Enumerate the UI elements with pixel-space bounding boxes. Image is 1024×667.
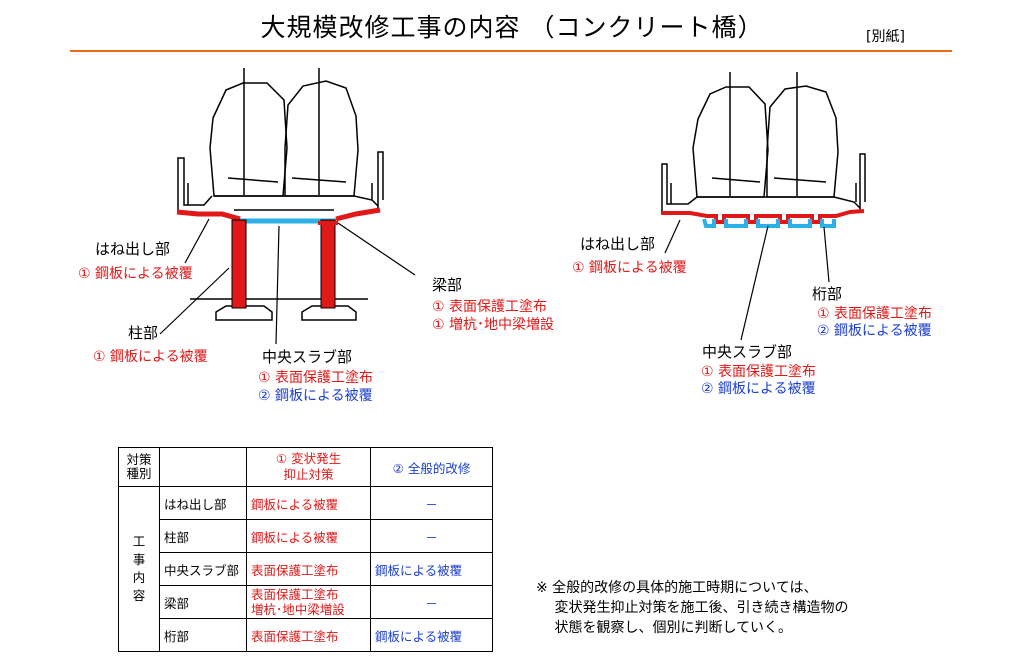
left-overhang-label: はね出し部 <box>95 240 171 258</box>
left-center-slab-item-1: ① 表面保護工塗布 <box>258 370 374 386</box>
page-title: 大規模改修工事の内容 （コンクリート橋） <box>260 13 764 42</box>
table-group-label: 工 事 内 容 <box>118 486 160 652</box>
table-row: 工 事 内 容 はね出し部 鋼板による被覆 － <box>118 486 493 652</box>
table-row-c1: 表面保護工塗布 <box>246 552 371 586</box>
left-column-item: ① 鋼板による被覆 <box>93 349 208 365</box>
table-row-c1: 表面保護工塗布 増杭･地中梁増設 <box>246 585 371 619</box>
right-train-car-2 <box>766 85 839 198</box>
right-overhang-label: はね出し部 <box>580 235 656 253</box>
note-line-3: 状態を観察し、個別に判断していく。 <box>536 620 793 636</box>
right-center-slab-item-1: ① 表面保護工塗布 <box>701 364 817 380</box>
table-row-c2: － <box>370 519 493 553</box>
table-empty-header <box>159 447 247 487</box>
right-train-car-1 <box>692 86 769 198</box>
left-train-car-2 <box>284 80 359 197</box>
table-row: 中央スラブ部 表面保護工塗布 鋼板による被覆 <box>119 552 493 586</box>
table-row-part: 梁部 <box>159 585 247 619</box>
table-row: 桁部 表面保護工塗布 鋼板による被覆 <box>119 618 493 652</box>
girder-label: 桁部 <box>812 285 843 303</box>
appendix-tag: [別紙] <box>866 29 905 45</box>
table-row-c1: 鋼板による被覆 <box>246 486 371 520</box>
note-line-1: ※ 全般的改修の具体的施工時期については、 <box>536 580 818 596</box>
right-center-slab-item-2: ② 鋼板による被覆 <box>701 381 816 397</box>
left-overhang-item: ① 鋼板による被覆 <box>78 266 193 282</box>
beam-item-2: ① 増杭･地中梁増設 <box>432 317 555 333</box>
table-row-part: 桁部 <box>159 618 247 652</box>
left-column-label: 柱部 <box>128 324 159 342</box>
left-column-2 <box>320 219 336 309</box>
table-header-row: 対策 種別 ① 変状発生 抑止対策 ② 全般的改修 <box>118 447 493 487</box>
table-row-c2: － <box>370 585 493 619</box>
implementation-note: ※ 全般的改修の具体的施工時期については、 変状発生抑止対策を施工後、引き続き構… <box>536 578 848 638</box>
right-overhang-item: ① 鋼板による被覆 <box>572 260 687 276</box>
table-row-c1: 表面保護工塗布 <box>246 618 371 652</box>
table-corner-cell: 対策 種別 <box>118 447 160 487</box>
left-footing-1 <box>215 305 273 321</box>
beam-item-1: ① 表面保護工塗布 <box>432 299 548 315</box>
countermeasure-table: 対策 種別 ① 変状発生 抑止対策 ② 全般的改修 工 事 内 容 はね出し部 … <box>118 447 493 652</box>
left-column-1 <box>231 219 247 309</box>
table-row-part: はね出し部 <box>159 486 247 520</box>
table-col2-header: ② 全般的改修 <box>370 447 493 487</box>
table-row-c2: 鋼板による被覆 <box>370 552 493 586</box>
left-footing-2 <box>301 305 357 321</box>
girder-item-1: ① 表面保護工塗布 <box>817 306 933 322</box>
table-row-part: 中央スラブ部 <box>159 552 247 586</box>
left-bridge-drawing <box>177 68 384 321</box>
table-row-c2: － <box>370 486 493 520</box>
left-center-slab-item-2: ② 鋼板による被覆 <box>258 388 373 404</box>
table-row-c1: 鋼板による被覆 <box>246 519 371 553</box>
table-col1-header: ① 変状発生 抑止対策 <box>246 447 371 487</box>
right-center-slab-label: 中央スラブ部 <box>702 343 793 361</box>
table-row-part: 柱部 <box>159 519 247 553</box>
note-line-2: 変状発生抑止対策を施工後、引き続き構造物の <box>536 600 849 616</box>
table-row: 梁部 表面保護工塗布 増杭･地中梁増設 － <box>119 585 493 619</box>
girder-item-2: ② 鋼板による被覆 <box>817 323 932 339</box>
left-center-slab-label: 中央スラブ部 <box>262 348 353 366</box>
left-overhang-coating <box>176 207 381 222</box>
table-row: 柱部 鋼板による被覆 － <box>119 519 493 553</box>
right-bridge-drawing <box>661 72 866 212</box>
beam-label: 梁部 <box>432 276 463 294</box>
table-row-c2: 鋼板による被覆 <box>370 618 493 652</box>
title-underline <box>70 50 952 52</box>
